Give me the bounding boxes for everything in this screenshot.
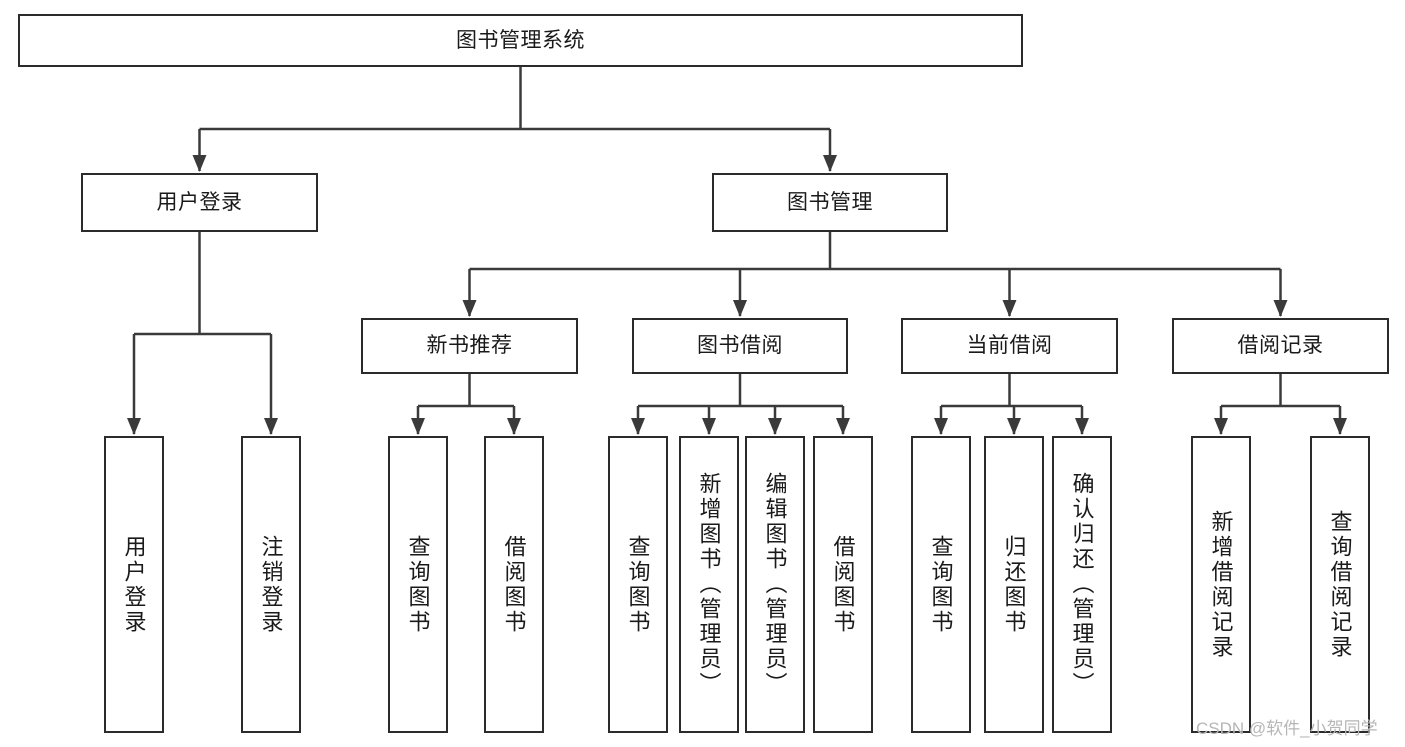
arrowhead-leaf-confirm-return	[1075, 418, 1089, 435]
arrowhead-leaf-query-book-2	[631, 418, 645, 435]
node-leaf-add-book[interactable]: 新增图书（管理员）	[679, 436, 739, 733]
node-label-leaf-add-book: 新增图书（管理员）	[696, 472, 722, 697]
arrowhead-leaf-user-logout	[264, 418, 278, 435]
arrowhead-leaf-user-login	[127, 418, 141, 435]
node-label-book-manage: 图书管理	[787, 190, 873, 214]
node-label-leaf-query-book-1: 查询图书	[405, 534, 431, 635]
arrowhead-book-borrow	[733, 300, 747, 317]
node-leaf-query-book-1[interactable]: 查询图书	[388, 436, 448, 733]
node-current-borrow[interactable]: 当前借阅	[901, 318, 1118, 374]
node-label-leaf-query-book-2: 查询图书	[625, 534, 651, 635]
node-leaf-user-login[interactable]: 用户登录	[104, 436, 164, 733]
arrowhead-current-borrow	[1002, 300, 1017, 317]
node-leaf-query-record[interactable]: 查询借阅记录	[1310, 436, 1370, 733]
node-label-leaf-return-book: 归还图书	[1001, 534, 1027, 635]
node-leaf-return-book[interactable]: 归还图书	[984, 436, 1044, 733]
node-root[interactable]: 图书管理系统	[18, 14, 1023, 67]
node-label-current-borrow: 当前借阅	[966, 334, 1053, 358]
node-leaf-add-record[interactable]: 新增借阅记录	[1191, 436, 1251, 733]
arrowhead-leaf-borrow-book-1	[507, 418, 521, 435]
arrowhead-leaf-query-book-1	[411, 418, 425, 435]
arrowhead-leaf-borrow-book-2	[836, 418, 850, 435]
node-label-user-login: 用户登录	[156, 190, 243, 214]
watermark-text: CSDN @软件_小贺同学	[1196, 719, 1378, 738]
node-label-book-borrow: 图书借阅	[697, 334, 783, 358]
arrowhead-leaf-add-record	[1214, 418, 1228, 435]
node-label-leaf-user-logout: 注销登录	[258, 534, 284, 635]
node-new-book-rec[interactable]: 新书推荐	[361, 318, 578, 374]
arrowhead-leaf-return-book	[1007, 418, 1021, 435]
node-borrow-record[interactable]: 借阅记录	[1172, 318, 1389, 374]
node-label-leaf-user-login: 用户登录	[121, 534, 147, 635]
arrowhead-book-manage	[823, 155, 837, 172]
arrowhead-borrow-record	[1273, 300, 1288, 317]
node-leaf-borrow-book-2[interactable]: 借阅图书	[813, 436, 873, 733]
node-leaf-confirm-return[interactable]: 确认归还（管理员）	[1052, 436, 1112, 733]
node-label-leaf-confirm-return: 确认归还（管理员）	[1069, 472, 1095, 697]
node-leaf-query-book-2[interactable]: 查询图书	[608, 436, 668, 733]
arrowhead-user-login	[192, 155, 207, 172]
arrowhead-leaf-edit-book	[768, 418, 782, 435]
node-label-leaf-query-book-3: 查询图书	[928, 534, 954, 635]
node-label-leaf-add-record: 新增借阅记录	[1208, 509, 1234, 660]
node-user-login[interactable]: 用户登录	[81, 173, 318, 232]
arrowhead-leaf-add-book	[702, 418, 716, 435]
node-leaf-query-book-3[interactable]: 查询图书	[911, 436, 971, 733]
node-label-borrow-record: 借阅记录	[1237, 334, 1324, 358]
node-label-leaf-borrow-book-1: 借阅图书	[501, 534, 527, 635]
node-label-leaf-edit-book: 编辑图书（管理员）	[762, 472, 788, 697]
node-leaf-edit-book[interactable]: 编辑图书（管理员）	[745, 436, 805, 733]
node-label-root: 图书管理系统	[456, 28, 585, 52]
node-label-leaf-query-record: 查询借阅记录	[1327, 509, 1353, 660]
node-leaf-user-logout[interactable]: 注销登录	[241, 436, 301, 733]
arrowhead-new-book-rec	[462, 300, 477, 317]
node-label-new-book-rec: 新书推荐	[426, 334, 513, 358]
node-book-manage[interactable]: 图书管理	[712, 173, 948, 232]
arrowhead-leaf-query-record	[1333, 418, 1347, 435]
node-book-borrow[interactable]: 图书借阅	[632, 318, 848, 374]
node-label-leaf-borrow-book-2: 借阅图书	[830, 534, 856, 635]
node-leaf-borrow-book-1[interactable]: 借阅图书	[484, 436, 544, 733]
arrowhead-leaf-query-book-3	[934, 418, 948, 435]
